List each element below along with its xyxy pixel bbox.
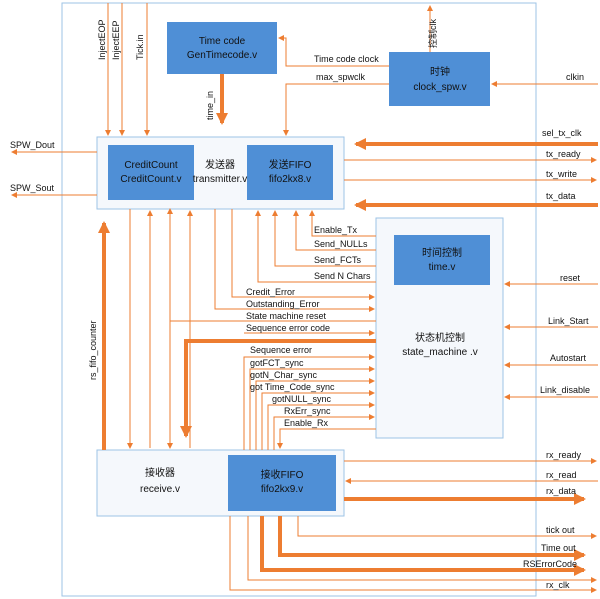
outer-frame xyxy=(61,2,537,597)
arrow-outstanding-error xyxy=(214,209,375,312)
label-rx-clk: rx_clk xyxy=(546,580,570,590)
arrow-sequence-error xyxy=(243,354,375,450)
label-enable-rx: Enable_Rx xyxy=(284,418,329,428)
arrow-gotnchar-sync xyxy=(255,378,375,450)
arrow-send-fcts xyxy=(272,210,376,267)
label-spw-dout: SPW_Dout xyxy=(10,140,55,150)
arrow-gotfct-sync xyxy=(249,366,375,450)
label-sequence-error-code: Sequence error code xyxy=(246,323,330,333)
label-gotfct-sync: gotFCT_sync xyxy=(250,358,304,368)
time-control-file: time.v xyxy=(429,262,456,273)
arrow-gotnull-sync xyxy=(267,402,375,450)
creditcount-block xyxy=(108,145,194,200)
timecode-block xyxy=(167,22,277,74)
label-rs-fifo-counter: rs_fifo_counter xyxy=(88,320,98,380)
time-control-block xyxy=(394,235,490,285)
bus-arrows xyxy=(98,74,598,576)
label-link-disable: Link_disable xyxy=(540,385,590,395)
credit-file: CreditCount.v xyxy=(120,174,181,185)
receiver-title: 接收器 xyxy=(145,466,175,479)
arrow-send-nchars xyxy=(255,210,376,283)
label-tx-data: tx_data xyxy=(546,191,576,201)
arrow-enable-tx xyxy=(309,210,376,237)
label-spw-sout: SPW_Sout xyxy=(10,183,55,193)
label-tickin: Tick.in xyxy=(135,34,145,60)
state-machine-title: 状态机控制 xyxy=(415,331,465,344)
label-link-start: Link_Start xyxy=(548,316,589,326)
arrow-rx-clk xyxy=(229,516,597,593)
label-sequence-error: Sequence error xyxy=(250,345,312,355)
label-time-code-clock: Time code clock xyxy=(314,54,379,64)
arrow-max-spwclk xyxy=(283,83,389,136)
label-autostart: Autostart xyxy=(550,353,587,363)
label-state-machine-reset: State machine reset xyxy=(246,311,327,321)
label-tick-out: tick out xyxy=(546,525,575,535)
label-time-in: time_in xyxy=(205,91,215,120)
label-ctrl-clk: 控制clk xyxy=(427,19,438,48)
arrow-time-code-clock xyxy=(278,35,389,67)
arrow-gottimecode-sync xyxy=(261,390,375,450)
label-credit-error: Credit_Error xyxy=(246,287,295,297)
bus-sequence xyxy=(180,339,376,438)
label-tx-write: tx_write xyxy=(546,169,577,179)
label-time-out: Time out xyxy=(541,543,576,553)
label-injecteop: InjectEOP xyxy=(97,19,107,60)
timecode-file: GenTimecode.v xyxy=(187,50,257,61)
tx-fifo-title: 发送FIFO xyxy=(269,158,312,171)
label-send-fcts: Send_FCTs xyxy=(314,255,362,265)
arrow-rserrorcode-thin xyxy=(247,516,597,583)
label-gottimecode-sync: got Time_Code_sync xyxy=(250,382,335,392)
signal-arrows xyxy=(11,3,598,593)
clock-file: clock_spw.v xyxy=(413,82,466,93)
label-send-nchars: Send N Chars xyxy=(314,271,371,281)
tx-fifo-block xyxy=(247,145,333,200)
label-rx-ready: rx_ready xyxy=(546,450,582,460)
arrow-rxerr-sync xyxy=(273,414,375,450)
transmitter-file: transmitter.v xyxy=(193,174,247,185)
label-reset: reset xyxy=(560,273,581,283)
bus-time-out xyxy=(278,516,586,561)
clock-title: 时钟 xyxy=(430,65,450,78)
label-enable-tx: Enable_Tx xyxy=(314,225,358,235)
credit-title: CreditCount xyxy=(124,160,178,171)
label-rserrorcode: RSErrorCode xyxy=(523,559,577,569)
label-max-spwclk: max_spwclk xyxy=(316,72,366,82)
arrow-tick-out xyxy=(297,516,597,539)
arrow-credit-error xyxy=(231,209,375,300)
tx-fifo-file: fifo2kx8.v xyxy=(269,174,311,185)
label-clkin: clkin xyxy=(566,72,584,82)
state-machine-file: state_machine .v xyxy=(402,347,478,358)
transmitter-title: 发送器 xyxy=(205,158,235,171)
rx-fifo-file: fifo2kx9.v xyxy=(261,484,303,495)
label-rx-read: rx_read xyxy=(546,470,577,480)
label-injecteep: InjectEEP xyxy=(111,20,121,60)
label-gotnchar-sync: gotN_Char_sync xyxy=(250,370,318,380)
rx-fifo-title: 接收FIFO xyxy=(261,468,304,481)
receiver-file: receive.v xyxy=(140,484,180,495)
time-control-title: 时间控制 xyxy=(422,246,462,259)
clock-block xyxy=(389,52,490,106)
bus-rserrorcode xyxy=(260,516,586,576)
arrow-enable-rx xyxy=(277,428,376,449)
arrow-send-nulls xyxy=(293,210,376,251)
label-sel-tx-clk: sel_tx_clk xyxy=(542,128,582,138)
label-tx-ready: tx_ready xyxy=(546,149,581,159)
label-rxerr-sync: RxErr_sync xyxy=(284,406,331,416)
label-send-nulls: Send_NULLs xyxy=(314,239,368,249)
label-rx-data: rx_data xyxy=(546,486,576,496)
label-gotnull-sync: gotNULL_sync xyxy=(272,394,332,404)
timecode-title: Time code xyxy=(199,36,246,47)
rx-fifo-block xyxy=(228,455,336,511)
label-outstanding-error: Outstanding_Error xyxy=(246,299,320,309)
